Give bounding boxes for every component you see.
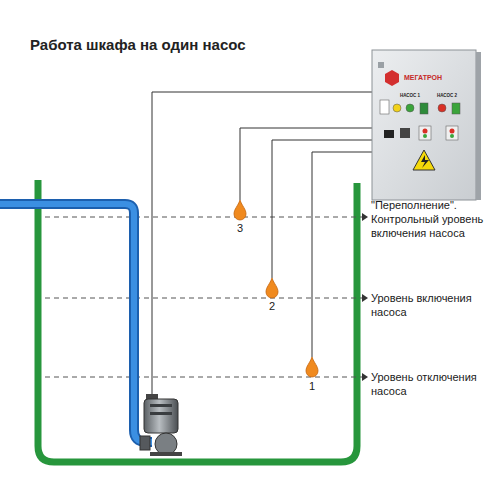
- indicator-lamp: [420, 103, 428, 114]
- callout-number: 1: [304, 380, 320, 393]
- pump-stand: [150, 452, 182, 456]
- discharge-pipe-inner: [0, 204, 152, 442]
- level-arrow: [362, 294, 368, 302]
- discharge-pipe: [0, 204, 152, 442]
- level-label: Уровень включения насоса: [371, 291, 497, 319]
- brand-name: МЕГАТРОН: [404, 73, 466, 82]
- pump-cable: [152, 92, 372, 394]
- indicator-lamp: [393, 104, 401, 112]
- level-arrow: [362, 213, 368, 221]
- panel-caption: НАСОС 1: [397, 93, 423, 99]
- mode-switch: [380, 100, 389, 114]
- cabinet-side: [476, 52, 481, 200]
- float-cable: [240, 128, 372, 200]
- push-button: [419, 126, 431, 140]
- pump-motor: [144, 399, 178, 433]
- push-button: [446, 126, 458, 140]
- pump-rib: [150, 412, 172, 415]
- cabinet-lock: [378, 62, 384, 68]
- brand-logo: [385, 70, 399, 86]
- warning-sign: [413, 150, 435, 170]
- push-button-start: [423, 134, 427, 138]
- panel-caption: НАСОС 2: [434, 93, 460, 99]
- level-arrow: [362, 373, 368, 381]
- selector-switch: [400, 128, 410, 138]
- level-label: "Переполнение". Контрольный уровень вклю…: [371, 198, 497, 240]
- tank-wall: [38, 180, 357, 462]
- diagram-title: Работа шкафа на один насос: [30, 36, 350, 54]
- callout-number: 3: [232, 222, 248, 235]
- selector-switch: [384, 130, 394, 138]
- indicator-lamp: [452, 103, 460, 114]
- level-line: [45, 298, 362, 299]
- pump-volute: [155, 433, 177, 455]
- control-cabinet: [372, 50, 476, 200]
- float-switch: [306, 357, 318, 377]
- float-switch: [266, 278, 278, 298]
- pump-flange: [140, 436, 150, 450]
- level-line: [45, 217, 362, 218]
- level-label: Уровень отключения насоса: [371, 370, 497, 398]
- push-button-stop: [423, 129, 428, 134]
- pump-rib: [150, 404, 172, 407]
- push-button-start: [450, 134, 454, 138]
- indicator-lamp: [438, 104, 446, 112]
- float-cable: [272, 140, 372, 278]
- push-button-stop: [450, 129, 455, 134]
- callout-number: 2: [264, 300, 280, 313]
- indicator-lamp: [406, 104, 414, 112]
- warning-bolt: [421, 155, 429, 168]
- float-switch: [234, 200, 246, 220]
- float-cable: [312, 152, 372, 357]
